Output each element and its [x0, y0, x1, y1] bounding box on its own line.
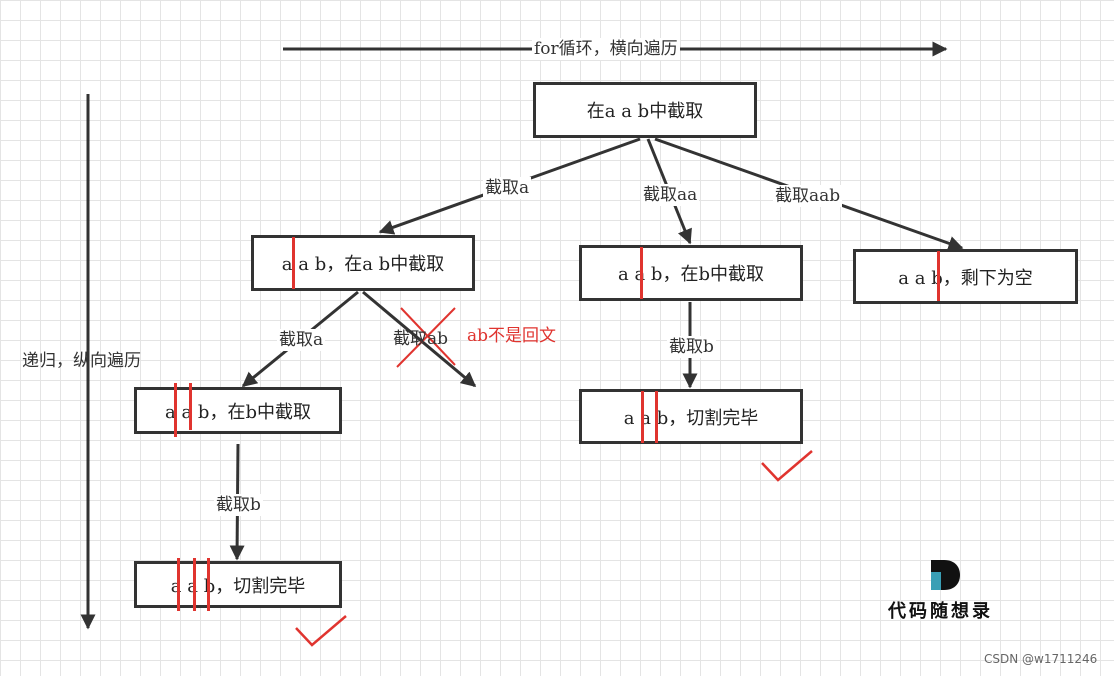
edge-label-root-aa: 截取aa [641, 184, 700, 206]
node-cut-a-a-b: a a b，切割完毕 [134, 561, 342, 608]
node-root-label: 在a a b中截取 [586, 101, 704, 122]
invalid-cross-line-2 [396, 307, 456, 368]
node-cut-a-a-label: a a b，在b中截取 [165, 401, 311, 423]
cut-marker [177, 558, 180, 611]
cut-marker [641, 391, 644, 443]
vertical-axis-label: 递归，纵向遍历 [22, 351, 141, 371]
node-cut-a-a: a a b，在b中截取 [134, 387, 342, 434]
check-mark-right [761, 450, 813, 482]
node-cut-a-a-b-label: a a b，切割完毕 [170, 575, 306, 597]
edge-na-ab [362, 290, 477, 388]
d-logo-icon [931, 560, 960, 590]
cut-marker [193, 558, 196, 611]
node-root: 在a a b中截取 [533, 82, 757, 138]
edge-label-naa2-b: 截取b [214, 494, 263, 516]
cut-marker [207, 558, 210, 611]
node-cut-aa-label: a a b，在b中截取 [618, 264, 764, 285]
cut-marker [640, 247, 643, 299]
horizontal-axis-label: for循环，横向遍历 [532, 38, 680, 60]
watermark: CSDN @w1711246 [984, 652, 1098, 666]
cut-marker [292, 237, 295, 289]
edge-label-na-a: 截取a [277, 329, 326, 351]
node-cut-aab: a a b，剩下为空 [853, 249, 1078, 304]
node-cut-aa: a a b，在b中截取 [579, 245, 803, 301]
node-cut-a-label: a a b，在a b中截取 [281, 254, 445, 275]
edge-label-naa-b: 截取b [667, 336, 716, 358]
node-cut-aab-label: a a b，剩下为空 [898, 267, 1033, 289]
check-mark-left [295, 615, 347, 647]
cut-marker [174, 383, 177, 437]
cut-marker [189, 383, 192, 430]
edge-label-root-aab: 截取aab [773, 185, 843, 207]
edge-label-na-ab: 截取ab [393, 329, 449, 349]
cut-marker [655, 391, 658, 443]
node-cut-aa-b: a a b，切割完毕 [579, 389, 803, 444]
node-cut-a: a a b，在a b中截取 [251, 235, 475, 291]
edge-label-root-a: 截取a [483, 177, 532, 199]
not-palindrome-note: ab不是回文 [467, 326, 557, 346]
cut-marker [937, 251, 940, 301]
logo-text: 代码随想录 [888, 601, 993, 622]
